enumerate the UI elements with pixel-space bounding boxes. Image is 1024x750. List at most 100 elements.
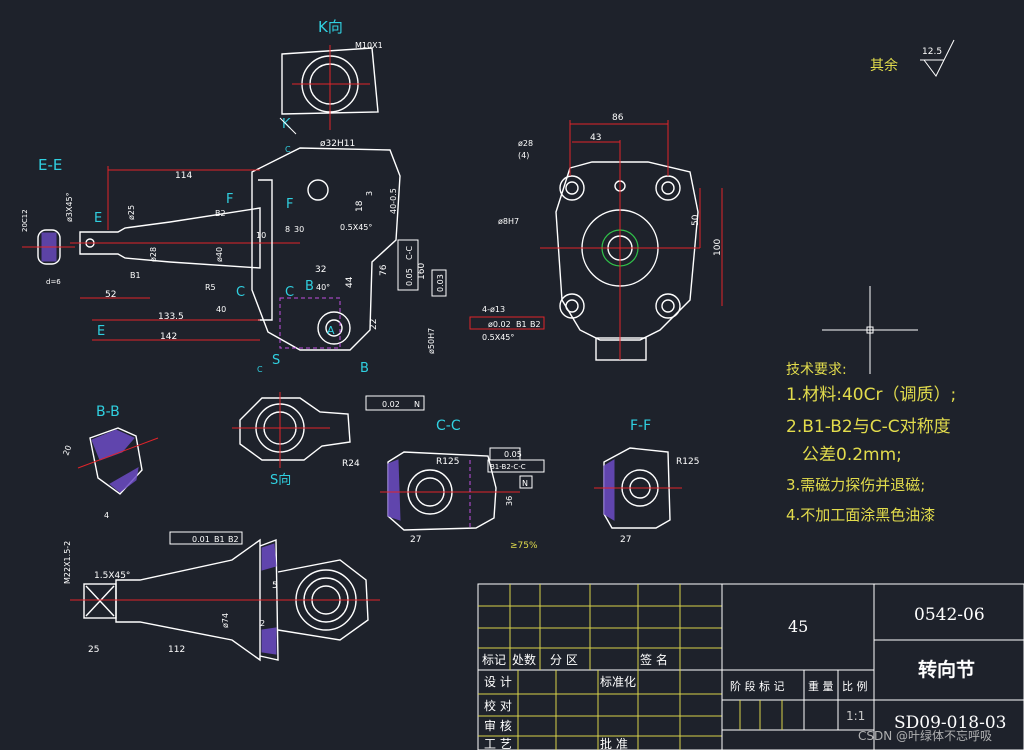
ee-dim-d6: d=6: [46, 278, 61, 286]
dim-8: 8: [285, 225, 290, 234]
tech-item-2b: 公差0.2mm;: [802, 445, 902, 465]
dim-133: 133.5: [158, 312, 184, 322]
tol-005: 0.05: [405, 268, 414, 286]
tb-h-check: 校 对: [484, 698, 512, 713]
k-view-title: K向: [318, 18, 343, 36]
tol-n: N: [522, 479, 528, 488]
hole-br-inner: [661, 299, 675, 313]
bb-outline: [89, 427, 143, 495]
ee-section-title: E-E: [38, 156, 62, 174]
tol-frame-5c: [519, 475, 533, 489]
tb-h-approve: 批 准: [600, 736, 628, 750]
cc-dim-36: 36: [505, 496, 514, 506]
dim-160: 160: [417, 263, 427, 280]
surface-rest-label: 其余: [870, 57, 898, 74]
tech-item-4: 4.不加工面涂黑色油漆: [786, 506, 935, 524]
cc-dim-r125: R125: [436, 457, 459, 467]
dim-3: 3: [365, 191, 374, 196]
tech-title: 技术要求:: [786, 362, 847, 378]
tb-h-review: 审 核: [484, 718, 512, 733]
sec-b1: B: [305, 279, 314, 294]
tol-002-ref: N: [414, 400, 420, 409]
cc-hatch-left: [387, 459, 401, 521]
dim-30: 30: [294, 225, 304, 234]
dim-15x45: 1.5X45°: [94, 571, 130, 581]
bb-section: B-B 20 4: [61, 404, 159, 520]
ee-dim-20c12: 20C12: [21, 209, 29, 232]
tol-frame-4: [469, 316, 545, 330]
hole-tl-outer: [559, 175, 585, 201]
hole-tl-inner: [565, 181, 579, 195]
k-view-outline: [281, 47, 379, 115]
lower-bore-outer: [317, 311, 351, 345]
dim-d3x45: ø3X45°: [65, 192, 74, 222]
thread-cross: [85, 585, 115, 617]
top-view: 86 43 50 100 ø28 (4) ø8H7 4-ø13 ø0.02 B1…: [469, 113, 918, 374]
tol-b2: B2: [530, 320, 541, 329]
tech-item-2: 2.B1-B2与C-C对称度: [786, 417, 951, 437]
cc-outline: [387, 451, 497, 531]
tol-d002: ø0.02: [488, 320, 511, 329]
label-b1: B1: [130, 271, 141, 280]
sec-f1: F: [226, 192, 233, 207]
tb-part-name: 转向节: [918, 658, 975, 681]
dim-05x45-top: 0.5X45°: [482, 333, 514, 342]
hole-tr-outer: [655, 175, 681, 201]
dim-86: 86: [612, 113, 624, 123]
dim-05x45: 0.5X45°: [340, 223, 372, 232]
ff-dim-r125: R125: [676, 457, 699, 467]
bottom-spindle-view: M22X1.5-2 1.5X45° 25 112 ø74 5 2 0.01 B1…: [63, 531, 380, 662]
tb-h-sign: 签 名: [640, 652, 668, 667]
flange-hatch-top: [261, 543, 277, 571]
tb-h-craft: 工 艺: [484, 737, 512, 750]
dim-112: 112: [168, 645, 185, 655]
ff-hatch: [603, 459, 615, 521]
tb-h-weight: 重 量: [808, 679, 834, 693]
tech-item-3: 3.需磁力探伤并退磁;: [786, 476, 925, 494]
sec-c2: C: [285, 285, 294, 300]
bb-dim-4: 4: [104, 511, 109, 520]
bb-hatch-bottom: [109, 467, 139, 493]
surface-rest-value: 12.5: [922, 47, 942, 57]
cc-dim-27: 27: [410, 535, 421, 545]
sec-e1: E: [94, 211, 102, 226]
tol-frame-6: [169, 531, 243, 545]
tol-b1b2cc: B1-B2-C-C: [490, 463, 526, 471]
label-b2: B2: [215, 209, 226, 218]
tb-h-zone: 分 区: [550, 653, 578, 667]
bb-section-title: B-B: [96, 404, 120, 420]
dim-10: 10: [256, 231, 266, 240]
cc-note-75: ≥75%: [510, 541, 538, 551]
tol-005b: 0.05: [504, 450, 522, 459]
knuckle-body: [251, 147, 401, 351]
spindle-bottom-outline: [115, 538, 261, 662]
title-block-frame: [477, 583, 1024, 750]
bb-hatch-top: [91, 429, 135, 461]
dim-d28: ø28: [149, 247, 158, 262]
tol-001: 0.01: [192, 535, 210, 544]
csdn-watermark: CSDN @叶绿体不忘呼吸: [858, 728, 992, 743]
hidden-lines: [279, 297, 341, 349]
sec-f2: F: [286, 197, 293, 212]
dim-18: 18: [355, 200, 365, 212]
spindle-outline: [79, 207, 261, 269]
k-arrow-line: [279, 117, 297, 135]
ff-outline: [603, 447, 671, 529]
sec-s: S: [272, 353, 280, 368]
tol-003: 0.03: [436, 274, 445, 292]
sec-c3: C: [285, 145, 291, 154]
title-block: 45 0542-06 转向节 SD09-018-03 1:1 标记 处数 分 区…: [477, 583, 1024, 750]
dim-d8h7: ø8H7: [498, 217, 519, 226]
dim-d28-holes: ø28: [518, 139, 533, 148]
hole-br-outer: [655, 293, 681, 319]
tb-h-stage: 阶 段 标 记: [730, 679, 785, 693]
surface-finish-note: 其余 12.5: [870, 39, 955, 77]
dim-40: 40: [216, 305, 226, 314]
bb-dim-29: 20: [61, 444, 73, 457]
sec-c4: C: [257, 365, 263, 374]
bb-centerline: [77, 437, 159, 469]
tb-drawing-no: 0542-06: [914, 605, 985, 625]
sec-c1: C: [236, 285, 245, 300]
